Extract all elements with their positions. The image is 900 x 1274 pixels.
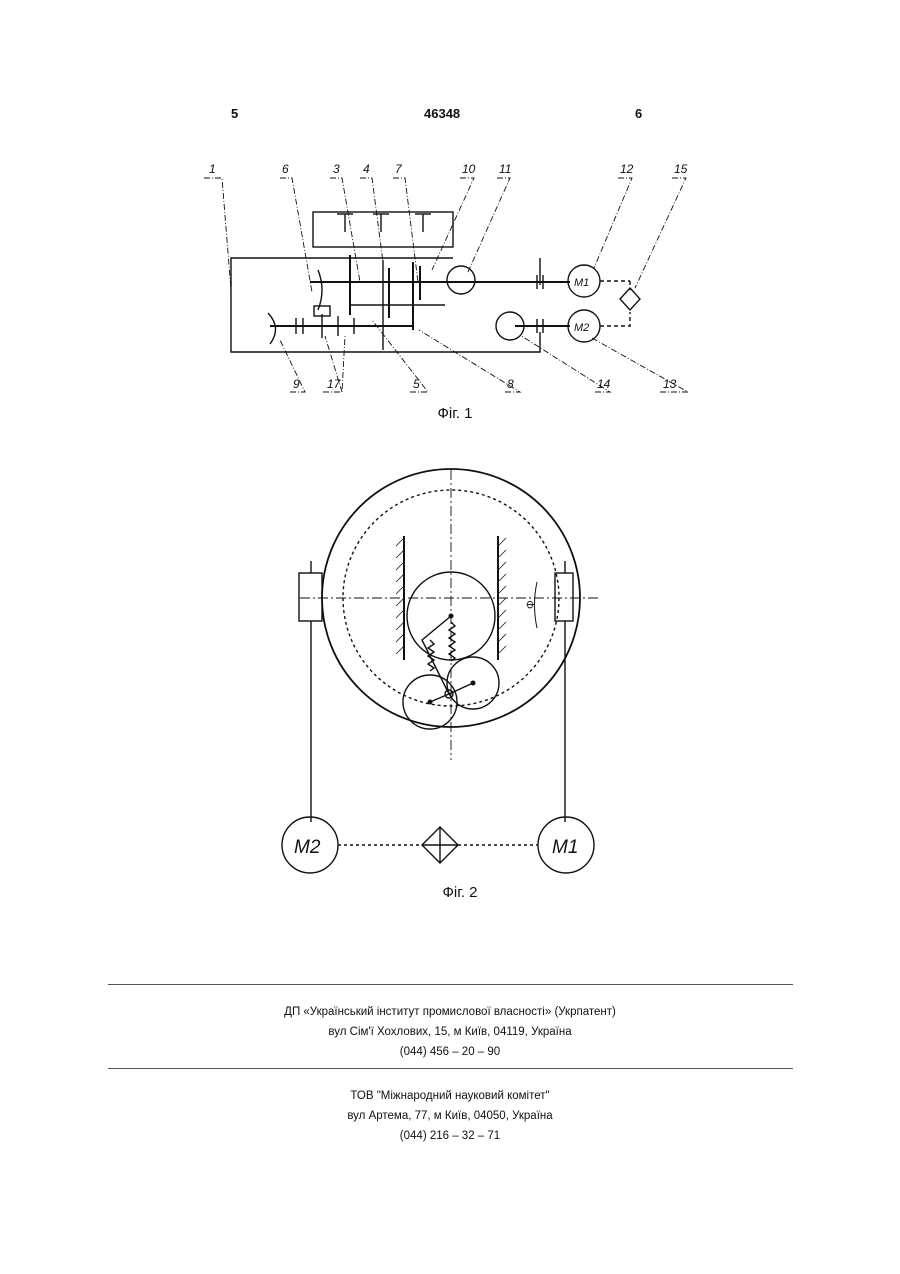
printer-address: вул Артема, 77, м Київ, 04050, Україна [0,1106,900,1126]
printer-block: ТОВ "Міжнародний науковий комітет" вул А… [0,1086,900,1146]
divider [108,984,793,985]
printer-name: ТОВ "Міжнародний науковий комітет" [0,1086,900,1106]
motor-m1-label: M1 [552,837,578,858]
publisher-address: вул Сім'ї Хохлових, 15, м Київ, 04119, У… [0,1022,900,1042]
publisher-name: ДП «Український інститут промислової вла… [0,1002,900,1022]
publisher-block: ДП «Український інститут промислової вла… [0,1002,900,1062]
publisher-phone: (044) 456 – 20 – 90 [0,1042,900,1062]
brake-left [299,573,322,621]
printer-phone: (044) 216 – 32 – 71 [0,1126,900,1146]
divider [108,1068,793,1069]
phi-label: Φ [525,600,537,609]
motor-m2-label: M2 [294,837,321,858]
figure-2-caption: Фіг. 2 [360,884,560,901]
